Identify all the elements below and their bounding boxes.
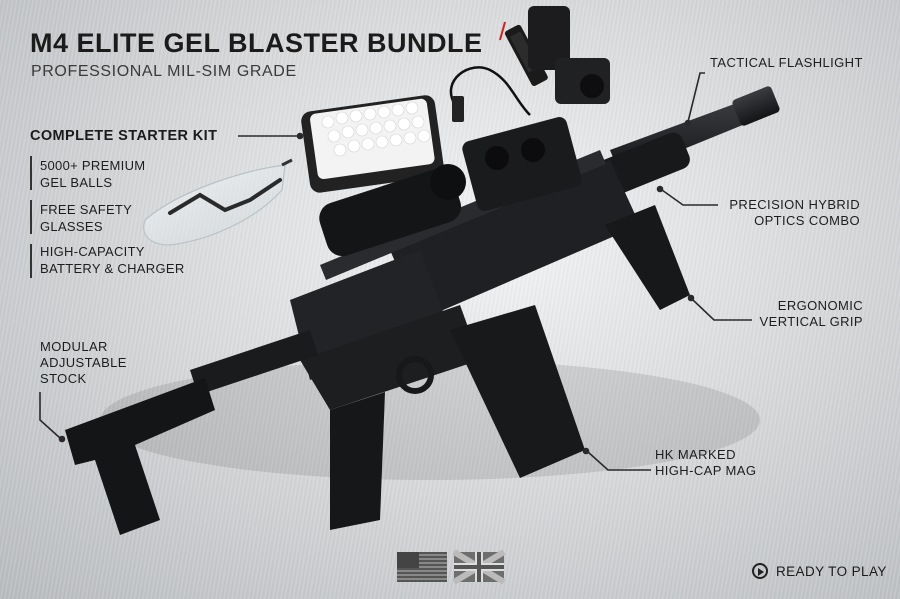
- gel-blaster: [65, 86, 780, 535]
- callout-line: ADJUSTABLE: [40, 355, 127, 370]
- us-flag-icon: [397, 552, 447, 582]
- callout-stock: MODULAR ADJUSTABLE STOCK: [40, 339, 127, 387]
- charger-cable: [449, 66, 531, 116]
- flashlight-accessory: [528, 6, 610, 104]
- usb-plug: [452, 96, 464, 122]
- callout-line: HK MARKED: [655, 447, 736, 462]
- callout-line: HIGH-CAP MAG: [655, 463, 757, 478]
- kit-item-line: BATTERY & CHARGER: [40, 261, 185, 276]
- kit-divider: [30, 200, 32, 234]
- kit-item-line: 5000+ PREMIUM: [40, 158, 146, 173]
- page-subtitle: PROFESSIONAL MIL-SIM GRADE: [31, 63, 297, 80]
- gel-balls-container: [301, 95, 444, 193]
- kit-heading: COMPLETE STARTER KIT: [30, 128, 218, 144]
- kit-divider: [30, 156, 32, 190]
- kit-item-line: GLASSES: [40, 219, 103, 234]
- callout-mag: HK MARKED HIGH-CAP MAG: [655, 447, 756, 479]
- ready-to-play-link[interactable]: READY TO PLAY: [776, 564, 887, 579]
- kit-item-line: FREE SAFETY: [40, 202, 133, 217]
- callout-line: ERGONOMIC: [777, 298, 863, 313]
- callout-line: PRECISION HYBRID: [729, 197, 860, 212]
- callout-grip: ERGONOMIC VERTICAL GRIP: [740, 298, 863, 330]
- play-circle-icon[interactable]: [752, 563, 768, 579]
- callout-line: STOCK: [40, 371, 87, 386]
- safety-glasses: [143, 158, 293, 246]
- callout-flashlight: TACTICAL FLASHLIGHT: [710, 55, 863, 70]
- kit-divider: [30, 244, 32, 278]
- blaster-shadow: [100, 360, 760, 480]
- kit-item-line: HIGH-CAPACITY: [40, 244, 145, 259]
- page-title: M4 ELITE GEL BLASTER BUNDLE: [30, 28, 483, 58]
- callout-lines: [39, 72, 752, 471]
- uk-flag-icon: [452, 549, 506, 585]
- callout-line: VERTICAL GRIP: [759, 314, 863, 329]
- callout-line: MODULAR: [40, 339, 108, 354]
- callout-line: OPTICS COMBO: [754, 213, 860, 228]
- kit-item-line: GEL BALLS: [40, 175, 113, 190]
- callout-optics: PRECISION HYBRID OPTICS COMBO: [720, 197, 860, 229]
